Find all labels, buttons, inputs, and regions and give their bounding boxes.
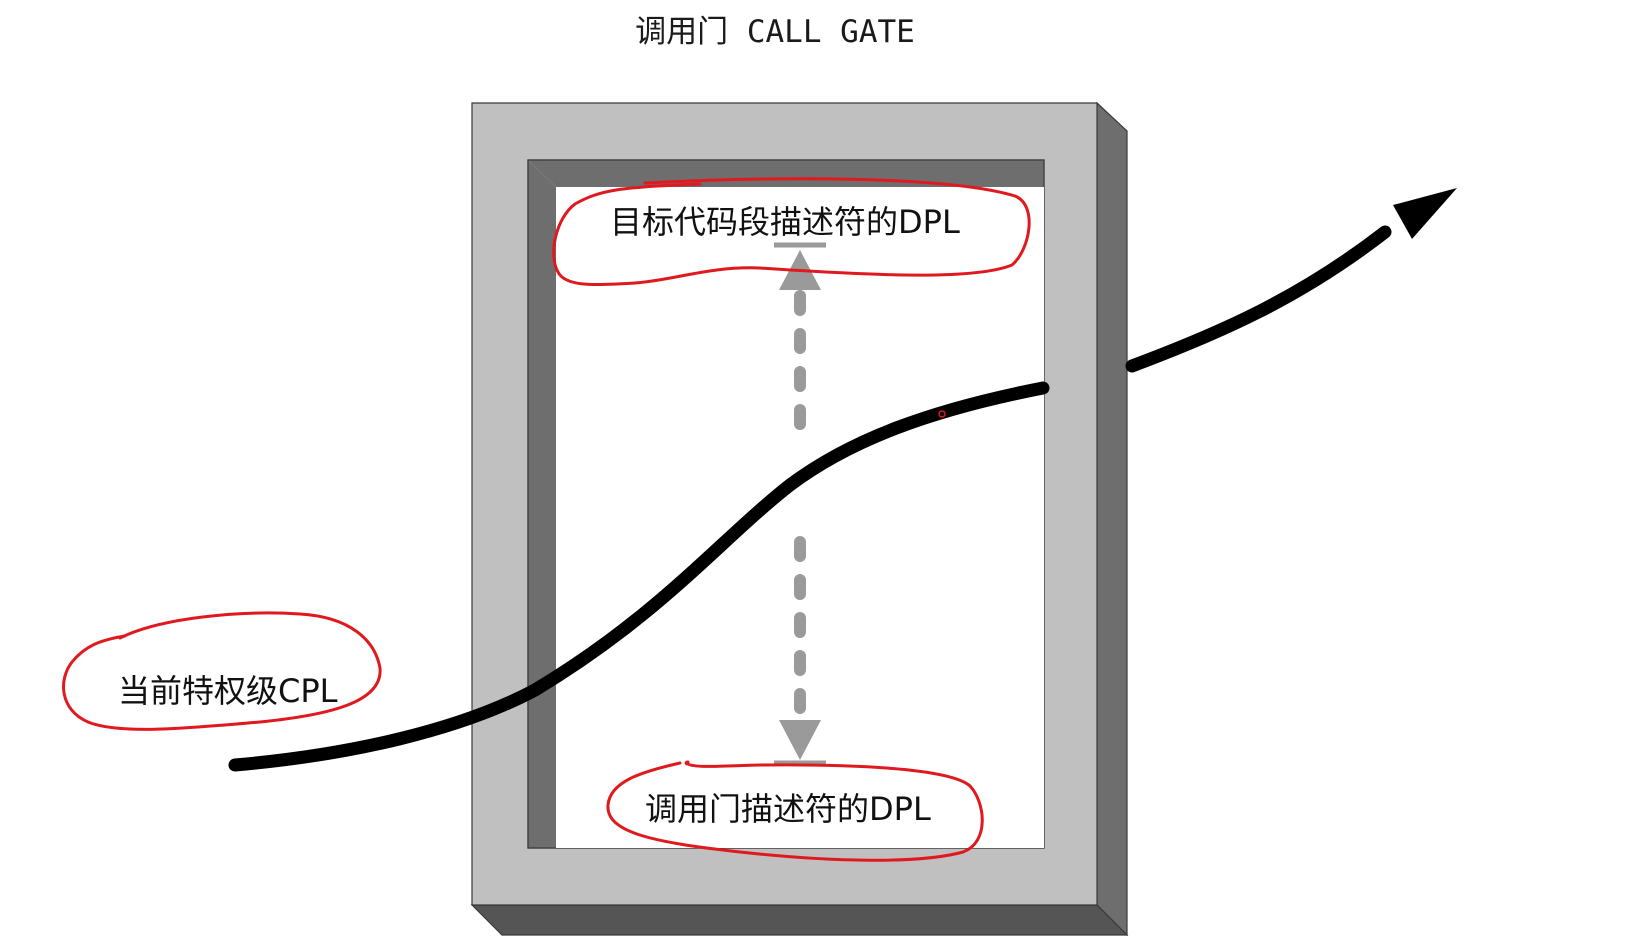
current-privilege-level-label: 当前特权级CPL — [118, 672, 338, 710]
gate-frame-bottom-side — [470, 904, 1129, 936]
gate-frame-right-side — [1096, 101, 1128, 936]
call-gate-descriptor-dpl-label: 调用门描述符的DPL — [645, 790, 931, 828]
gate-inner-shadow-top — [528, 160, 1044, 187]
privilege-path-arrowhead — [1393, 188, 1457, 239]
annotation-circle-cpl — [62, 611, 382, 731]
cursor-marker — [938, 410, 946, 418]
annotation-circle-gate-dpl — [606, 760, 984, 862]
privilege-path-inner — [228, 381, 1050, 772]
arrow-down-head — [779, 720, 821, 760]
annotations — [62, 177, 1031, 862]
gate-inner-shadow-left — [528, 160, 556, 848]
privilege-path-exit — [1125, 225, 1392, 373]
diagram-title: 调用门 CALL GATE — [635, 14, 915, 50]
annotation-circle-target-dpl — [552, 177, 1031, 287]
target-code-segment-dpl-label: 目标代码段描述符的DPL — [610, 203, 960, 241]
